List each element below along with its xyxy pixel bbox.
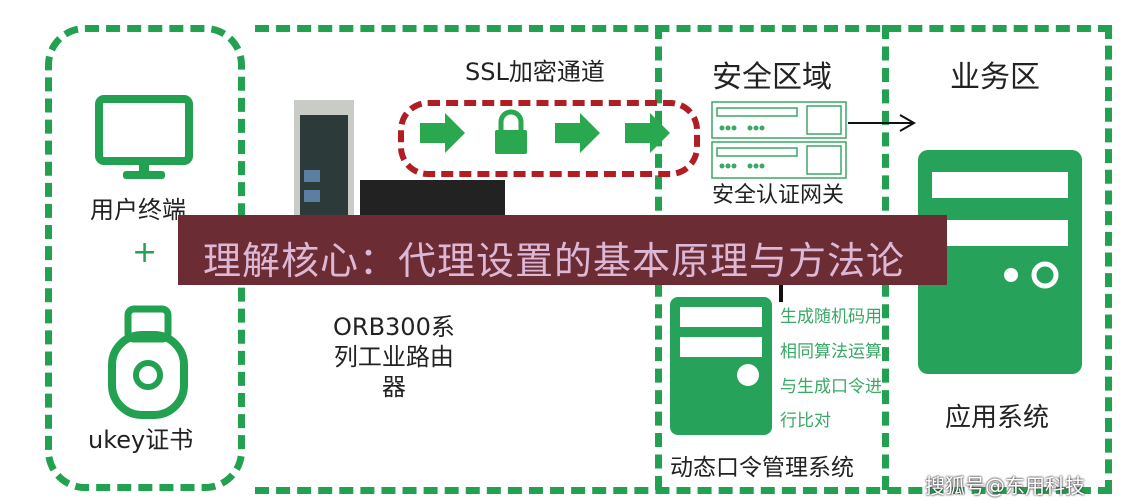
terminal-label: 用户终端	[90, 196, 186, 224]
dynamic-system-label: 动态口令管理系统	[670, 455, 854, 481]
gateway-label: 安全认证网关	[712, 183, 845, 208]
ssl-tunnel	[398, 100, 700, 177]
gateway-icon	[711, 101, 847, 179]
arrow-icon	[625, 113, 670, 153]
router-label-line: 器	[381, 373, 406, 401]
watermark: 搜狐号@东用科技	[925, 474, 1085, 498]
arrow-to-app	[848, 114, 917, 132]
monitor-icon	[95, 95, 193, 179]
banner-title: 理解核心：代理设置的基本原理与方法论	[203, 239, 906, 283]
arrow-icon	[555, 113, 600, 153]
step-text: 生成随机码用	[780, 307, 882, 327]
dynamic-server-icon	[670, 297, 772, 435]
step-text: 与生成口令进	[780, 377, 882, 397]
lock-icon	[495, 109, 527, 154]
ukey-icon	[108, 305, 188, 419]
title-banner	[178, 215, 947, 285]
step-text: 相同算法运算	[780, 342, 882, 362]
plus-sign: +	[132, 235, 158, 270]
connector-line	[779, 280, 783, 302]
router-image	[294, 100, 505, 225]
tunnel-label: SSL加密通道	[465, 58, 605, 86]
tunnel-arrows	[420, 109, 670, 154]
step-text: 行比对	[780, 411, 831, 431]
router-label-line: ORB300系	[333, 313, 455, 341]
router-label-line: 列工业路由	[333, 343, 454, 371]
security-zone-title: 安全区域	[712, 60, 832, 95]
network-zone-box	[255, 25, 1112, 494]
router-label: ORB300系 列工业路由 器	[333, 312, 455, 402]
app-label: 应用系统	[945, 403, 1050, 433]
app-server-icon	[918, 150, 1082, 374]
business-zone-title: 业务区	[950, 60, 1040, 95]
arrow-icon	[420, 113, 465, 153]
ukey-label: ukey证书	[88, 426, 194, 454]
